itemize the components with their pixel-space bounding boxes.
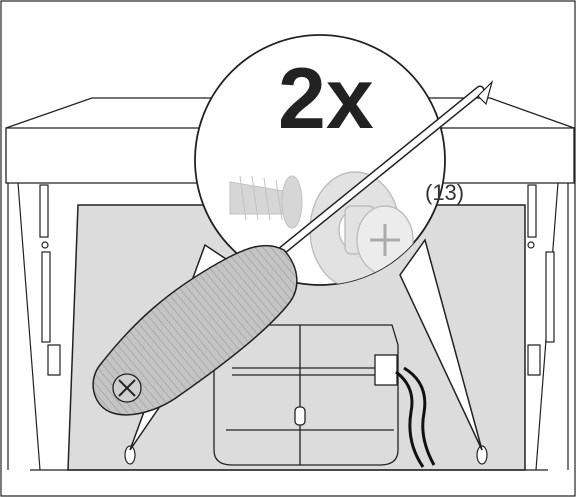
magnifier-detail: 2x (13) [194, 34, 464, 286]
wood-screw-icon [229, 175, 303, 229]
screw-hole-right [476, 445, 488, 465]
left-side-support [7, 182, 61, 471]
screw-hole-left [124, 445, 136, 465]
part-number-label: (13) [425, 180, 464, 205]
right-side-support [527, 182, 569, 471]
screwdriver-icon [92, 79, 494, 416]
mounting-bracket [213, 324, 436, 468]
quantity-label: 2x [278, 51, 374, 147]
